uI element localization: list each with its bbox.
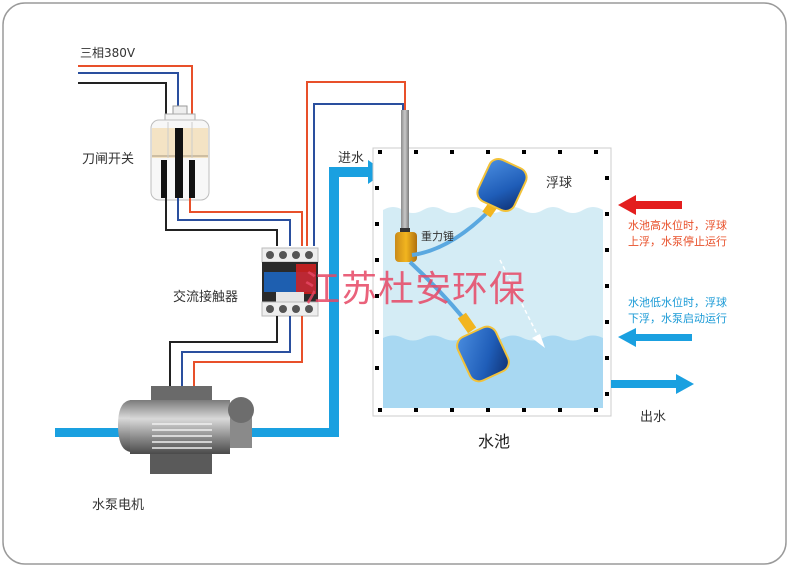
float-ball-low-icon (456, 325, 510, 383)
pipe-top (329, 167, 369, 177)
low-level-arrow-icon (618, 328, 636, 347)
cable-rod (401, 110, 409, 232)
high-level-note-line-2: 上浮，水泵停止运行 (628, 235, 727, 248)
float-motion-arrow (532, 334, 545, 348)
float-cable-low (408, 260, 467, 322)
supply-wires (78, 65, 193, 122)
gravity-weight-icon (395, 232, 417, 262)
motor-base (150, 454, 212, 474)
tank-border-markers (375, 150, 609, 412)
low-level-note-line-2: 下浮，水泵启动运行 (628, 312, 727, 325)
weight-label: 重力锤 (421, 230, 454, 243)
power-supply-label: 三相380V (80, 46, 136, 60)
switch-to-contactor-wires (165, 198, 303, 246)
wire-red-supply (78, 65, 193, 122)
control-wires (306, 81, 406, 246)
contactor-label: 交流接触器 (173, 290, 239, 305)
pipe-pump-outlet (248, 428, 338, 437)
contactor-to-motor-wires (169, 316, 303, 386)
float-label: 浮球 (546, 176, 573, 191)
float-switch (395, 110, 545, 383)
high-level-note-line-1: 水池高水位时，浮球 (628, 219, 727, 232)
high-level-arrow-icon (618, 195, 636, 215)
pipe-riser (329, 176, 339, 437)
inlet-label: 进水 (338, 151, 365, 166)
wire-black-supply (78, 82, 167, 122)
low-level-note-line-1: 水池低水位时，浮球 (628, 296, 727, 309)
motor-body (130, 400, 230, 454)
outlet-arrow-icon (676, 374, 694, 394)
high-level-note: 水池高水位时，浮球 上浮，水泵停止运行 (628, 218, 727, 250)
pump-motor (118, 386, 254, 474)
pump-head (228, 397, 254, 423)
knife-switch-label: 刀闸开关 (82, 152, 135, 167)
tank-label: 水池 (478, 432, 511, 451)
pump-motor-label: 水泵电机 (92, 498, 145, 513)
pipe-inlet-left (55, 428, 125, 437)
outlet-label: 出水 (640, 410, 667, 425)
low-level-note: 水池低水位时，浮球 下浮，水泵启动运行 (628, 295, 727, 327)
knife-switch (150, 105, 210, 201)
indicator-arrows (611, 195, 694, 394)
float-cable-high (411, 208, 492, 257)
watermark: 江苏杜安环保 (304, 269, 527, 310)
ac-contactor (261, 247, 319, 317)
wire-blue-supply (78, 72, 179, 108)
float-ball-high-icon (476, 157, 528, 213)
